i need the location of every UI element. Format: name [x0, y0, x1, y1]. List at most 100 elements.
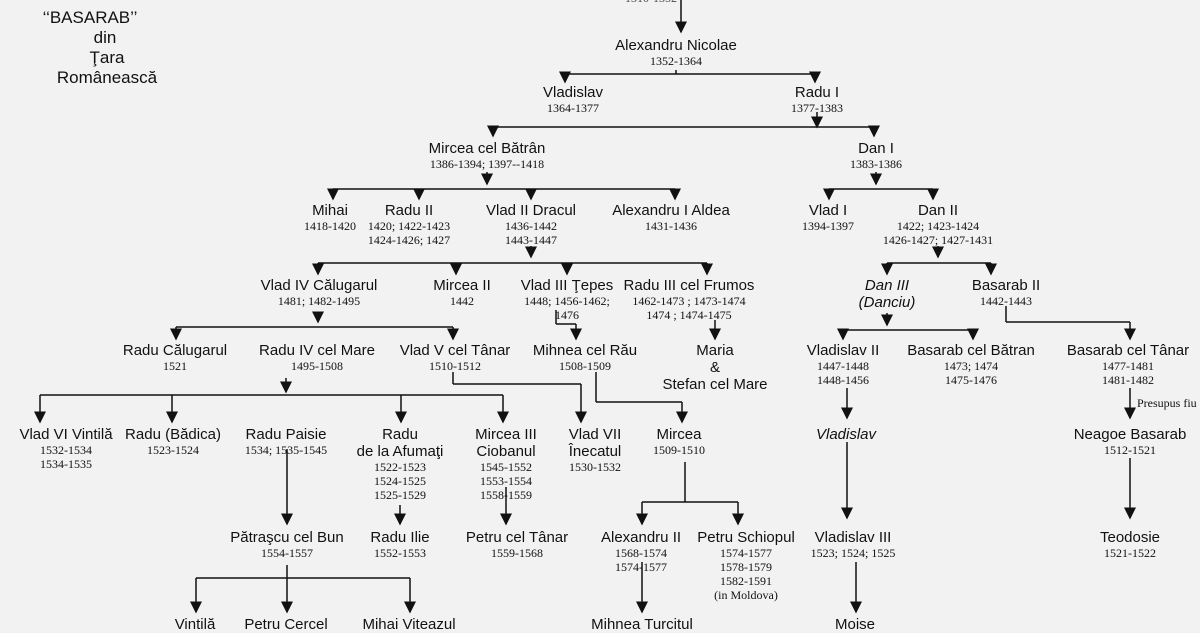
- reign-years: 1495-1508: [290, 359, 343, 373]
- person-name: Alexandru Nicolae: [615, 37, 737, 54]
- reign-years: 1534-1535: [40, 457, 92, 471]
- reign-years: 1386-1394; 1397--1418: [429, 157, 545, 171]
- person-name: Mihnea Turcitul: [591, 616, 693, 633]
- person-name: de la Afumaţi: [356, 443, 444, 460]
- person-name: Petru cel Tânar: [465, 529, 569, 546]
- title-line-1: ‘‘BASARAB’’: [42, 8, 138, 27]
- person-name: Mircea cel Bătrân: [428, 140, 546, 157]
- reign-years: 1553-1554: [480, 474, 532, 488]
- reign-years: 1448-1456: [816, 373, 869, 387]
- person-name: Pătraşcu cel Bun: [230, 529, 344, 546]
- reign-years: 1436-1442: [504, 219, 557, 233]
- reign-years: 1559-1568: [491, 546, 543, 560]
- person-name: Înecatul: [568, 443, 622, 460]
- reign-years: 1523; 1524; 1525: [810, 546, 896, 560]
- diagram-title: ‘‘BASARAB’’ din Ţara Românească: [30, 8, 170, 88]
- reign-years: (in Moldova): [714, 588, 778, 602]
- person-name: Mircea: [656, 426, 702, 443]
- reign-years: 1475-1476: [944, 373, 997, 387]
- person-name: Dan I: [858, 140, 894, 157]
- person-node-maria: Maria&Stefan cel Mare: [662, 342, 767, 393]
- reign-years: 1394-1397: [802, 219, 854, 233]
- person-name: Dan II: [917, 202, 959, 219]
- person-name: Basarab cel Bătran: [907, 342, 1035, 359]
- reign-years: 1568-1574: [614, 546, 667, 560]
- reign-years: 1582-1591: [720, 574, 772, 588]
- person-name: Radu Ilie: [370, 529, 430, 546]
- person-name: Teodosie: [1099, 529, 1161, 546]
- reign-years: 1521-1522: [1103, 546, 1156, 560]
- person-name: Vintilă: [174, 616, 216, 633]
- reign-years: 1431-1436: [645, 219, 697, 233]
- person-name: Radu I: [794, 84, 840, 101]
- person-node-vladislavI: Vladislav: [816, 426, 876, 443]
- top-years-label: 1310-1352: [625, 0, 677, 5]
- person-name: Vlad III Ţepes: [520, 277, 614, 294]
- reign-years: 1426-1427; 1427-1431: [882, 233, 994, 247]
- person-node-petrucercel: Petru Cercel: [244, 616, 327, 633]
- reign-years: 1574-1577: [614, 560, 667, 574]
- person-name: Vlad IV Călugarul: [260, 277, 378, 294]
- reign-years: 1508-1509: [558, 359, 611, 373]
- reign-years: 1530-1532: [568, 460, 621, 474]
- reign-years: 1443-1447: [504, 233, 557, 247]
- reign-years: 1383-1386: [850, 157, 902, 171]
- reign-years: 1481-1482: [1101, 373, 1154, 387]
- reign-years: 1558-1559: [480, 488, 532, 502]
- person-name: &: [709, 359, 720, 376]
- person-name: Radu Paisie: [245, 426, 327, 443]
- reign-years: 1521: [162, 359, 187, 373]
- reign-years: 1509-1510: [653, 443, 705, 457]
- person-name: Basarab cel Tânar: [1066, 342, 1190, 359]
- reign-years: 1448; 1456-1462;: [524, 294, 610, 308]
- person-name: Alexandru I Aldea: [612, 202, 730, 219]
- person-name: (Danciu): [858, 294, 916, 311]
- reign-years: 1474 ; 1474-1475: [646, 308, 732, 322]
- person-name: Neagoe Basarab: [1073, 426, 1187, 443]
- reign-years: 1525-1529: [374, 488, 426, 502]
- person-name: Mircea III: [475, 426, 537, 443]
- person-name: Radu II: [384, 202, 434, 219]
- person-name: Vlad I: [808, 202, 848, 219]
- person-node-mihaiv: Mihai Viteazul: [362, 616, 455, 633]
- reign-years: 1420; 1422-1423: [367, 219, 451, 233]
- person-name: Alexandru II: [600, 529, 682, 546]
- person-name: Radu III cel Frumos: [623, 277, 755, 294]
- person-name: Vladislav: [815, 426, 877, 443]
- person-name: Dan III: [864, 277, 910, 294]
- reign-years: 1522-1523: [374, 460, 426, 474]
- reign-years: 1473; 1474: [943, 359, 999, 373]
- person-node-dan3: Dan III(Danciu): [859, 277, 916, 311]
- person-node-mihneaturc: Mihnea Turcitul: [591, 616, 693, 633]
- reign-years: 1552-1553: [373, 546, 426, 560]
- reign-years: 1377-1383: [791, 101, 843, 115]
- person-name: Vladislav II: [806, 342, 880, 359]
- person-name: Mihai Viteazul: [362, 616, 456, 633]
- person-name: Mircea II: [433, 277, 491, 294]
- person-name: Vladislav: [542, 84, 604, 101]
- person-name: Vladislav III: [814, 529, 892, 546]
- person-name: Mihai: [312, 202, 348, 219]
- person-node-vintila: Vintilă: [175, 616, 216, 633]
- presupus-fiu-note: Presupus fiu: [1137, 396, 1197, 410]
- person-name: Moise: [834, 616, 876, 633]
